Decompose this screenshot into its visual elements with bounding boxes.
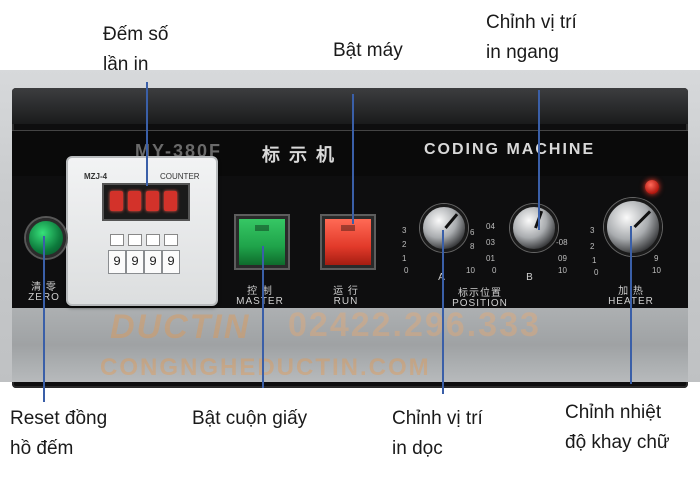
scale-a: 3 — [402, 226, 407, 235]
position-label: POSITION — [452, 298, 508, 309]
paper-roll-callout: Bật cuộn giấy — [192, 408, 308, 429]
metal-strip — [12, 308, 688, 382]
run-label-cn: 运 行 — [333, 286, 359, 297]
scale-h: 3 — [590, 226, 595, 235]
counter-display — [102, 183, 190, 221]
knob-a-label: A — [432, 272, 452, 283]
scale-b: 04 — [486, 222, 495, 231]
counter-rocker[interactable] — [110, 234, 124, 246]
counter-module — [66, 156, 218, 306]
scale-a: 10 — [466, 266, 475, 275]
power-leader-line — [352, 94, 354, 224]
scale-a: 2 — [402, 240, 407, 249]
scale-h: 2 — [590, 242, 595, 251]
vertical-leader-line — [442, 230, 444, 394]
scale-b: -08 — [556, 238, 568, 247]
scale-b: 09 — [558, 254, 567, 263]
counter-leader-line — [146, 82, 148, 186]
scale-b: 03 — [486, 238, 495, 247]
master-label: MASTER — [236, 296, 284, 307]
watermark-brand: DUCTIN — [110, 308, 251, 346]
scale-h: 9 — [654, 254, 659, 263]
run-label: RUN — [333, 296, 359, 307]
scale-a: 6 — [470, 228, 475, 237]
scale-a: 1 — [402, 254, 407, 263]
reset-leader-line — [43, 236, 45, 402]
counter-digit: 9 — [126, 250, 144, 274]
zero-reset-button[interactable] — [26, 218, 66, 258]
run-button[interactable] — [322, 216, 374, 268]
master-button-indicator — [255, 225, 269, 231]
scale-b: 01 — [486, 254, 495, 263]
watermark-phone: 02422.296.333 — [288, 306, 541, 344]
counter-digit: 9 — [144, 250, 162, 274]
scale-a: 0 — [404, 266, 409, 275]
scale-h: 0 — [594, 268, 599, 277]
en-title: CODING MACHINE — [424, 141, 596, 158]
cn-title: 标 示 机 — [262, 145, 337, 165]
scale-b: 0 — [492, 266, 497, 275]
counter-word: COUNTER — [160, 172, 200, 181]
position-label-cn: 标示位置 — [458, 288, 502, 299]
knob-b-label: B — [526, 272, 534, 283]
paper-roll-leader-line — [262, 246, 264, 388]
horizontal-leader-line — [538, 90, 540, 230]
knob-pointer — [633, 210, 652, 229]
watermark-site: CONGNGHEDUCTIN.COM — [100, 354, 431, 381]
counter-digit: 9 — [162, 250, 180, 274]
counter-rocker[interactable] — [128, 234, 142, 246]
heater-led-indicator — [645, 180, 659, 194]
knob-pointer — [444, 213, 459, 229]
heater-knob[interactable] — [604, 198, 662, 256]
counter-model: MZJ-4 — [84, 172, 108, 181]
position-b-knob[interactable] — [510, 204, 558, 252]
master-label-cn: 控 制 — [247, 286, 273, 297]
scale-b: 10 — [558, 266, 567, 275]
panel-top-bar — [12, 88, 688, 124]
counter-rocker[interactable] — [146, 234, 160, 246]
scale-h: 1 — [592, 256, 597, 265]
scale-a: 8 — [470, 242, 475, 251]
power-callout: Bật máy — [333, 40, 403, 61]
position-a-knob[interactable] — [420, 204, 468, 252]
scale-h: 10 — [652, 266, 661, 275]
run-button-indicator — [341, 225, 355, 231]
heater-leader-line — [630, 226, 632, 384]
counter-digit: 9 — [108, 250, 126, 274]
counter-rocker[interactable] — [164, 234, 178, 246]
